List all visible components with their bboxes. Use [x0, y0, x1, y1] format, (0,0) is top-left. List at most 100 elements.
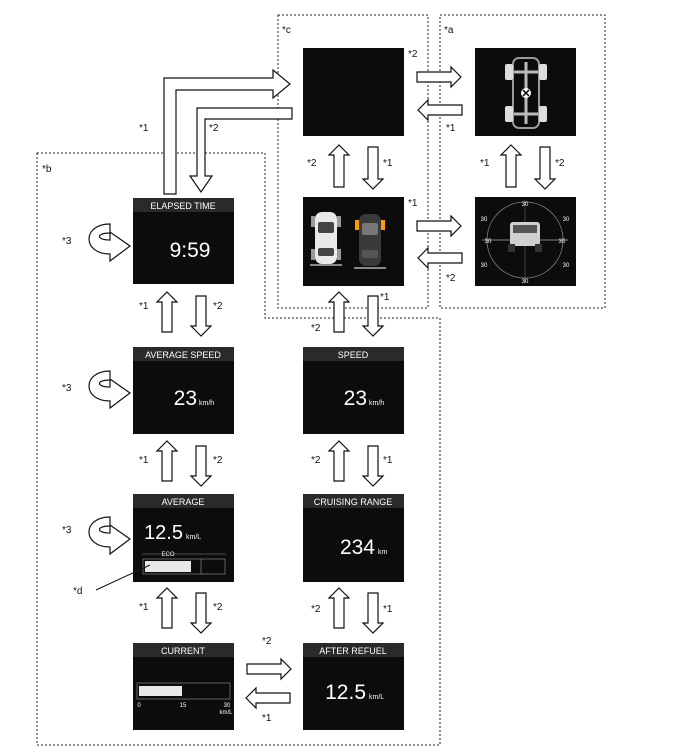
- speed-title: SPEED: [338, 350, 369, 360]
- incl-bottom: 30: [522, 279, 529, 285]
- region-a-border: [439, 14, 606, 309]
- car-rear-view-icon: [354, 214, 386, 269]
- eco-label: ECO: [161, 552, 174, 558]
- average-speed-unit: km/h: [199, 400, 214, 407]
- arrow-chassis-incl-up: [499, 144, 523, 188]
- inclinometer-screen: 30 30 30 30 30 30 30 30: [475, 197, 576, 286]
- marker-two-4: *2: [213, 301, 223, 312]
- blank-screen: [303, 48, 404, 136]
- marker-one-3: *1: [139, 301, 149, 312]
- eco-gauge-frame: [142, 558, 226, 575]
- arrow-chassis-incl-down: [533, 146, 557, 190]
- marker-two-10: *2: [213, 602, 223, 613]
- marker-three-8: *3: [62, 525, 72, 536]
- region-b-label: *b: [42, 164, 52, 175]
- arrow-vehicle-incl-right: [416, 214, 462, 238]
- marker-two-23: *2: [311, 604, 321, 615]
- self-loop-elapsed-arrow: [88, 223, 132, 263]
- marker-two-21: *2: [311, 455, 321, 466]
- marker-one-17: *1: [480, 158, 490, 169]
- arrow-current-refuel-right: [246, 657, 292, 681]
- arrow-elapsed-to-blank: [163, 68, 291, 195]
- arrow-average-current-up: [155, 587, 179, 629]
- speed-unit: km/h: [369, 400, 384, 407]
- current-gauge-fill: [139, 686, 182, 696]
- marker-two-18: *2: [555, 158, 565, 169]
- marker-two-13: *2: [408, 49, 418, 60]
- arrow-cruise-refuel-down: [361, 592, 385, 634]
- self-loop-avgspeed-arrow: [88, 370, 132, 410]
- arrow-cruise-refuel-up: [327, 587, 351, 629]
- callout-d-label: *d: [73, 586, 82, 597]
- marker-one-0: *1: [139, 123, 149, 134]
- after-refuel-screen: AFTER REFUEL 12.5 km/L: [303, 643, 404, 730]
- arrow-avgspeed-average-down: [189, 445, 213, 487]
- vehicle-views-screen: [303, 197, 404, 286]
- elapsed-time-screen: ELAPSED TIME 9:59: [133, 198, 234, 284]
- average-unit: km/L: [186, 534, 201, 541]
- region-c-border: [277, 14, 429, 309]
- self-loop-average-arrow: [88, 516, 132, 556]
- arrow-vehicle-speed-up: [327, 291, 351, 333]
- callout-d-leader: [95, 564, 151, 591]
- current-gauge-frame: [136, 682, 231, 700]
- arrow-incl-vehicle-left: [417, 246, 463, 270]
- marker-two-20: *2: [311, 323, 321, 334]
- arrow-blank-vehicle-down: [361, 146, 385, 190]
- arrow-avgspeed-average-up: [155, 440, 179, 482]
- current-unit: km/L: [219, 710, 233, 716]
- current-screen: CURRENT 0 15 30 km/L: [133, 643, 234, 730]
- arrow-speed-cruise-up: [327, 440, 351, 482]
- marker-one-14: *1: [446, 123, 456, 134]
- marker-two-7: *2: [213, 455, 223, 466]
- region-a-label: *a: [444, 25, 454, 36]
- speed-value: 23: [344, 387, 367, 410]
- marker-two-25: *2: [262, 636, 272, 647]
- car-top-view-icon: [310, 212, 342, 266]
- average-speed-value: 23: [174, 387, 197, 410]
- marker-three-2: *3: [62, 236, 72, 247]
- arrow-speed-cruise-down: [361, 445, 385, 487]
- incl-left-mid: 30: [485, 239, 492, 245]
- incl-right-mid: 30: [559, 239, 566, 245]
- after-refuel-value: 12.5: [325, 681, 366, 704]
- arrow-elapsed-avgspeed-up: [155, 291, 179, 333]
- after-refuel-unit: km/L: [369, 694, 384, 701]
- incl-right-up: 30: [563, 217, 570, 223]
- incl-left-up: 30: [481, 217, 488, 223]
- marker-one-9: *1: [139, 602, 149, 613]
- average-title: AVERAGE: [162, 497, 205, 507]
- arrow-chassis-blank-left: [417, 98, 463, 122]
- chassis-icon: [505, 57, 547, 129]
- marker-two-11: *2: [307, 158, 317, 169]
- elapsed-time-value: 9:59: [170, 239, 211, 262]
- arrow-refuel-current-left: [245, 686, 291, 710]
- arrow-elapsed-avgspeed-down: [189, 295, 213, 337]
- marker-three-5: *3: [62, 383, 72, 394]
- incl-top: 30: [522, 202, 529, 208]
- region-c-label: *c: [282, 25, 291, 36]
- current-tick-30: 30: [224, 703, 231, 709]
- cruising-range-value: 234: [340, 536, 375, 559]
- marker-one-26: *1: [262, 713, 272, 724]
- arrow-vehicle-speed-down: [361, 295, 385, 337]
- elapsed-time-title: ELAPSED TIME: [150, 201, 215, 211]
- marker-one-19: *1: [380, 292, 390, 303]
- marker-one-12: *1: [383, 158, 393, 169]
- marker-two-1: *2: [209, 123, 219, 134]
- marker-one-6: *1: [139, 455, 149, 466]
- marker-one-24: *1: [383, 604, 393, 615]
- speed-screen: SPEED 23 km/h: [303, 347, 404, 434]
- eco-gauge-fill: [145, 561, 191, 572]
- current-tick-0: 0: [137, 703, 141, 709]
- average-speed-title: AVERAGE SPEED: [145, 350, 221, 360]
- arrow-blank-to-elapsed: [188, 107, 293, 194]
- cruising-range-unit: km: [378, 549, 388, 556]
- current-title: CURRENT: [161, 646, 206, 656]
- incl-right-down: 30: [563, 263, 570, 269]
- current-tick-15: 15: [180, 703, 187, 709]
- arrow-blank-chassis-right: [416, 65, 462, 89]
- arrow-blank-vehicle-up: [327, 144, 351, 188]
- arrow-average-current-down: [189, 592, 213, 634]
